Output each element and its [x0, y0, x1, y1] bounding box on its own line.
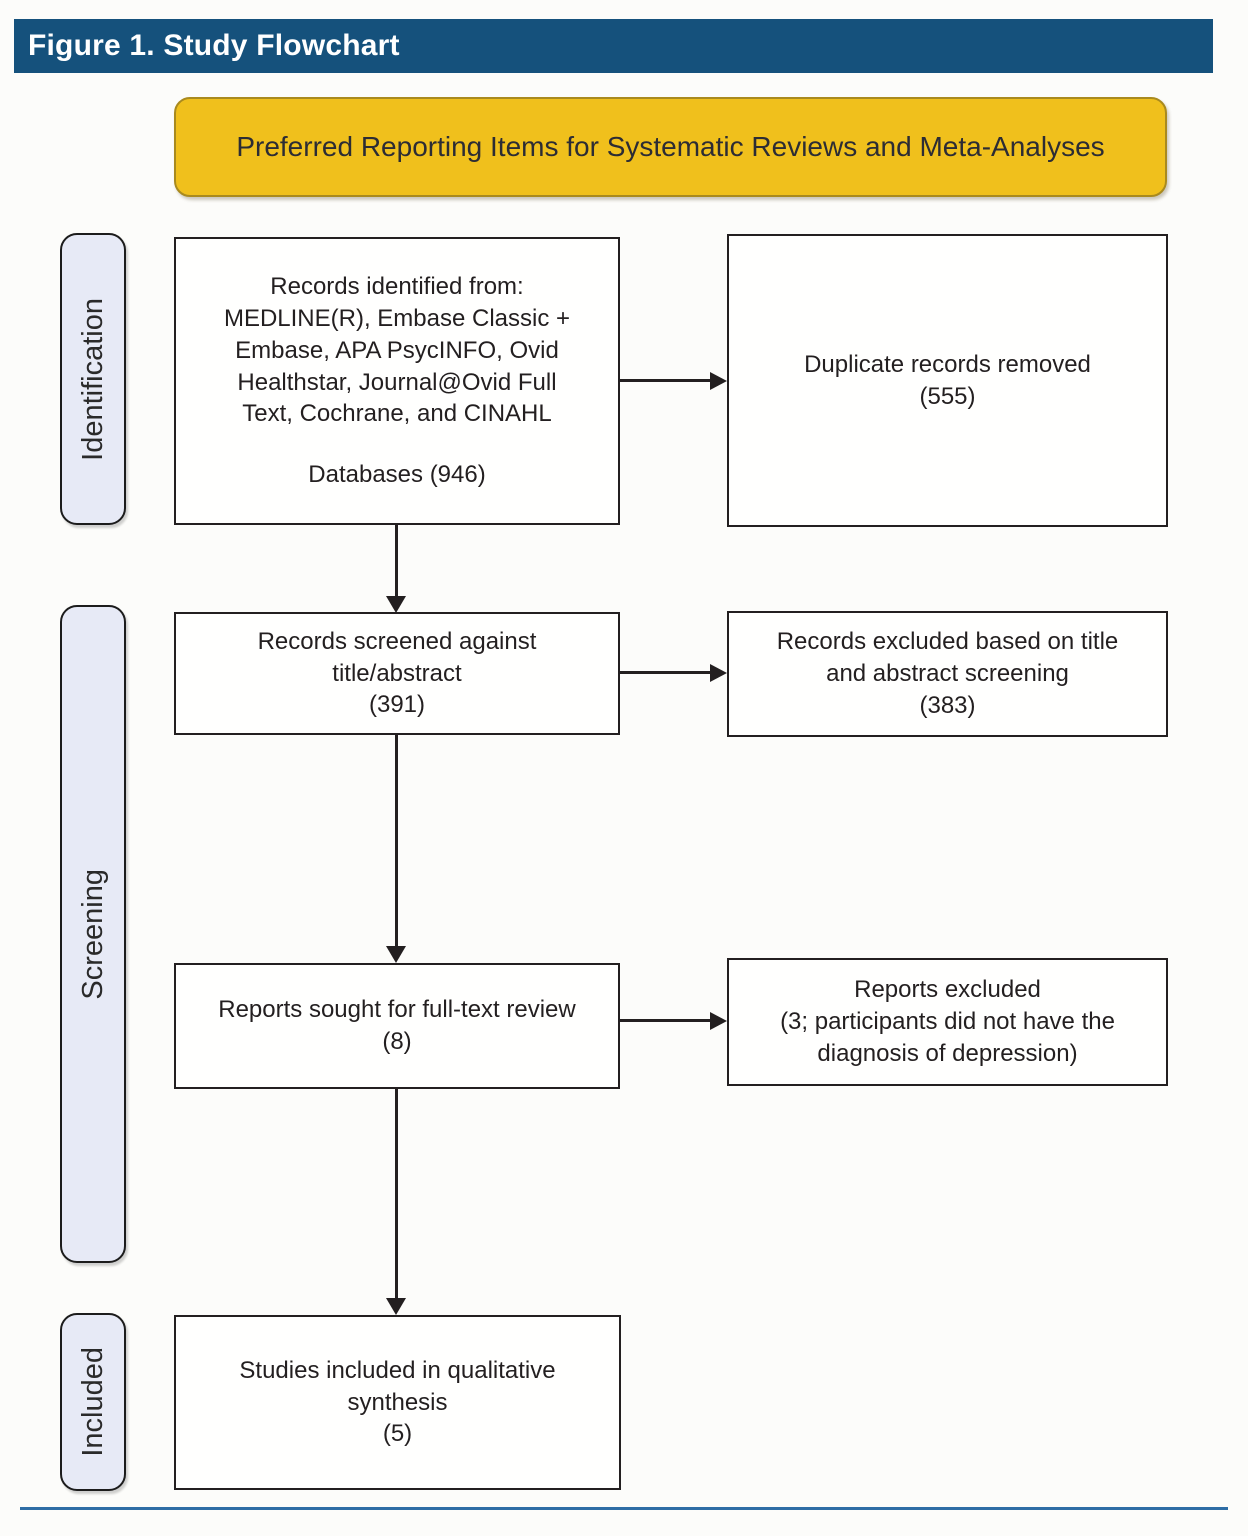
box-line: (391) [368, 691, 426, 719]
box-line: diagnosis of depression) [817, 1039, 1078, 1067]
box-studies-included: Studies included in qualitative synthesi… [174, 1315, 621, 1490]
box-line: Records excluded based on title [776, 628, 1119, 656]
stage-label-screening: Screening [60, 605, 126, 1263]
arrow-identified-to-duplicates [620, 379, 711, 382]
stage-label-text: Included [76, 1347, 109, 1457]
box-line: Reports sought for full-text review [218, 996, 576, 1024]
arrow-fulltext-to-excluded [620, 1019, 711, 1022]
box-line: (3; participants did not have the [780, 1008, 1115, 1036]
box-line: Databases (946) [308, 460, 486, 488]
arrowhead-down-icon [386, 946, 406, 963]
box-line: (555) [919, 382, 976, 410]
box-line: synthesis [347, 1388, 448, 1416]
box-line: Reports excluded [854, 976, 1041, 1004]
arrowhead-right-icon [710, 664, 727, 682]
arrow-screened-to-fulltext [395, 735, 398, 948]
box-reports-excluded: Reports excluded (3; participants did no… [727, 958, 1168, 1086]
box-line: Healthstar, Journal@Ovid Full [237, 368, 557, 396]
prisma-banner-text: Preferred Reporting Items for Systematic… [236, 131, 1105, 162]
arrowhead-down-icon [386, 596, 406, 613]
box-line: Duplicate records removed [804, 350, 1091, 378]
bottom-divider [20, 1507, 1228, 1510]
stage-label-text: Identification [76, 297, 109, 461]
arrowhead-down-icon [386, 1298, 406, 1315]
box-line: Text, Cochrane, and CINAHL [242, 400, 552, 428]
arrow-screened-to-excluded [620, 671, 711, 674]
arrow-identified-to-screened [395, 525, 398, 598]
arrow-fulltext-to-included [395, 1089, 398, 1300]
figure-title: Figure 1. Study Flowchart [28, 29, 400, 62]
prisma-banner: Preferred Reporting Items for Systematic… [174, 97, 1167, 197]
stage-label-included: Included [60, 1313, 126, 1491]
box-line: Records identified from: [270, 273, 524, 301]
box-line: Records screened against [257, 627, 537, 655]
box-line: (8) [382, 1028, 412, 1055]
box-line: MEDLINE(R), Embase Classic + [223, 305, 571, 333]
figure-title-bar: Figure 1. Study Flowchart [14, 19, 1213, 73]
stage-label-text: Screening [76, 868, 109, 1000]
box-line: Studies included in qualitative [239, 1356, 556, 1384]
box-line: and abstract screening [826, 660, 1069, 688]
box-reports-sought-fulltext: Reports sought for full-text review (8) [174, 963, 620, 1089]
box-line: title/abstract [332, 659, 462, 687]
stage-label-identification: Identification [60, 233, 126, 525]
box-line: Embase, APA PsycINFO, Ovid [235, 336, 559, 364]
box-records-identified: Records identified from: MEDLINE(R), Emb… [174, 237, 620, 525]
box-line: (5) [382, 1420, 413, 1448]
box-records-screened: Records screened against title/abstract … [174, 612, 620, 735]
box-duplicate-records-removed: Duplicate records removed (555) [727, 234, 1168, 527]
box-records-excluded-title-abstract: Records excluded based on title and abst… [727, 611, 1168, 737]
arrowhead-right-icon [710, 1012, 727, 1030]
box-line: (383) [919, 691, 976, 719]
arrowhead-right-icon [710, 372, 727, 390]
